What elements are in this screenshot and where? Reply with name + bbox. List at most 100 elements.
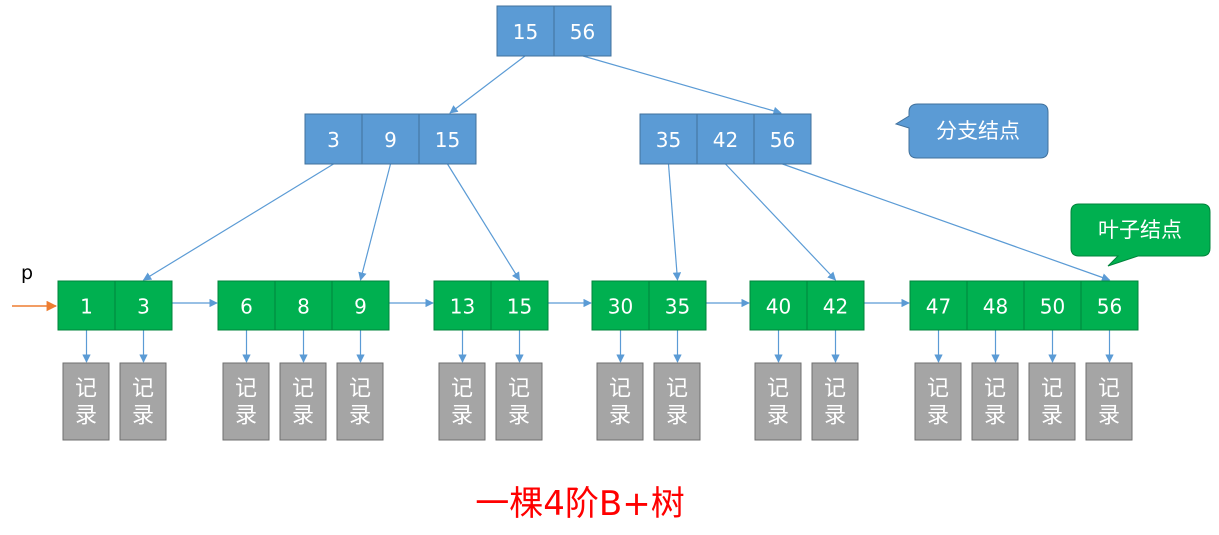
record-label-line1: 记 [824,377,846,402]
key-cell [361,113,420,165]
key-label: 35 [656,128,681,152]
record-label-line1: 记 [666,377,688,402]
branch-to-leaf-edge [358,163,392,281]
key-cell [753,113,812,165]
record-rect [1085,362,1133,441]
leaf-node: 13 15 [433,280,549,331]
key-cell [1080,280,1139,331]
key-label: 42 [823,295,848,319]
key-cell [639,113,698,165]
key-cell [418,113,477,165]
key-cell [490,280,549,331]
record-label-line2: 录 [75,404,97,429]
record-label-line2: 录 [451,404,473,429]
root-to-branch-edge [449,55,526,114]
record-label-line2: 录 [132,404,154,429]
record-box: 记录 [438,362,486,441]
key-label: 15 [435,128,460,152]
diagram-caption: 一棵4阶B+树 [475,484,685,524]
tree-edges [82,55,1114,363]
record-box: 记录 [754,362,802,441]
record-label-line2: 录 [609,404,631,429]
record-rect [62,362,110,441]
record-label-line1: 记 [767,377,789,402]
key-label: 8 [297,295,310,319]
pointer-label: p [21,262,33,284]
key-label: 50 [1040,295,1065,319]
record-box: 记录 [336,362,384,441]
record-box: 记录 [914,362,962,441]
record-label-line1: 记 [1041,377,1063,402]
key-cell [274,280,333,331]
key-cell [966,280,1025,331]
key-label: 15 [513,20,538,44]
record-label-line1: 记 [927,377,949,402]
record-label-line2: 录 [1098,404,1120,429]
head-pointer: p [12,262,58,312]
record-box: 记录 [596,362,644,441]
record-box: 记录 [653,362,701,441]
leaf-node-label: 叶子结点 [1098,218,1182,242]
record-rect [119,362,167,441]
record-box: 记录 [279,362,327,441]
key-cell [114,280,173,331]
key-label: 56 [770,128,795,152]
record-box: 记录 [1028,362,1076,441]
record-rect [754,362,802,441]
key-label: 9 [384,128,397,152]
key-label: 13 [450,295,475,319]
record-label-line1: 记 [451,377,473,402]
record-label-line1: 记 [75,377,97,402]
branch-to-leaf-edge [446,163,521,281]
leaf-node-callout: 叶子结点 [1070,203,1211,267]
record-label-line1: 记 [349,377,371,402]
key-label: 47 [926,295,951,319]
key-label: 56 [1097,295,1122,319]
leaf-node: 30 35 [591,280,707,331]
record-rect [1028,362,1076,441]
record-box: 记录 [1085,362,1133,441]
record-box: 记录 [495,362,543,441]
key-label: 35 [665,295,690,319]
record-label-line1: 记 [292,377,314,402]
record-rect [222,362,270,441]
record-label-line2: 录 [349,404,371,429]
record-label-line2: 录 [1041,404,1063,429]
record-label-line2: 录 [292,404,314,429]
record-rect [971,362,1019,441]
record-rect [914,362,962,441]
record-label-line2: 录 [767,404,789,429]
record-rect [438,362,486,441]
key-cell [304,113,363,165]
record-rect [596,362,644,441]
key-cell [1023,280,1082,331]
key-label: 3 [137,295,150,319]
key-label: 9 [354,295,367,319]
record-box: 记录 [119,362,167,441]
record-label-line1: 记 [609,377,631,402]
branch-node-label: 分支结点 [936,119,1020,143]
branch-node: 35 42 56 [639,113,812,165]
key-cell [648,280,707,331]
key-cell [331,280,390,331]
record-label-line1: 记 [132,377,154,402]
key-cell [496,5,555,57]
key-label: 40 [766,295,791,319]
record-label-line1: 记 [508,377,530,402]
key-cell [806,280,865,331]
branch-to-leaf-edge [667,163,682,281]
key-label: 30 [608,295,633,319]
record-rect [495,362,543,441]
record-box: 记录 [971,362,1019,441]
key-label: 15 [507,295,532,319]
root-to-branch-edge [582,55,782,115]
branch-node-callout: 分支结点 [894,103,1049,159]
key-label: 42 [713,128,738,152]
branch-to-leaf-edge [782,163,1111,282]
record-label-line2: 录 [508,404,530,429]
